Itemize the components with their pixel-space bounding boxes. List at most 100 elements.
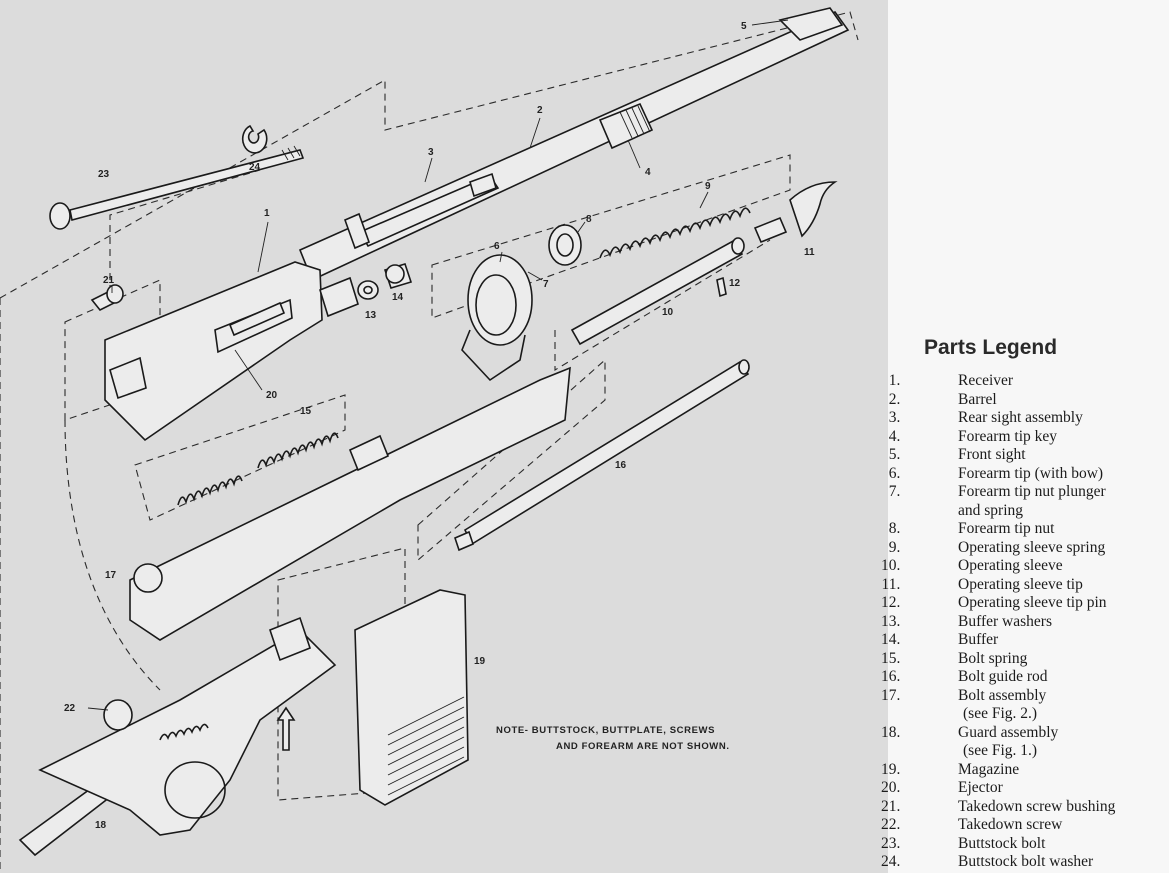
legend-item: 11.Operating sleeve tip	[0, 576, 1115, 595]
legend-item-number: 24.	[880, 853, 901, 870]
legend-item-number: 16.	[880, 668, 901, 685]
legend-item-number: 4.	[888, 427, 901, 445]
operating-sleeve-tip-part	[753, 181, 838, 244]
legend-item: 5.Front sight	[0, 446, 1115, 465]
legend-item: 18. Guard assembly(see Fig. 1.)	[0, 724, 1115, 761]
legend-item-label: Buffer washers	[958, 612, 1052, 630]
guard-assembly-part	[18, 616, 337, 857]
callout-labels: 5 2 3 4 1 23 24 6 7 8 9 10 11 12 13 14 1…	[64, 21, 815, 831]
legend-item: 23. Buttstock bolt	[0, 835, 1115, 854]
legend-item-number: 23.	[880, 834, 901, 852]
leader-lines	[87, 19, 789, 711]
legend-item: 9. Operating sleeve spring	[0, 539, 1115, 558]
note-line-2: AND FOREARM ARE NOT SHOWN.	[556, 741, 730, 752]
legend-item-continuation: (see Fig. 1.)	[963, 742, 1038, 759]
legend-item: 8.Forearm tip nut	[0, 520, 1115, 539]
legend-item-label: Magazine	[958, 760, 1020, 778]
legend-item-number: 22.	[880, 816, 901, 833]
legend-item-label: Takedown screw	[958, 816, 1063, 833]
legend-item-label: Bolt guide rod	[958, 668, 1048, 685]
legend-item-label: Bolt spring	[958, 649, 1028, 667]
callout-2: 2	[537, 105, 543, 116]
callout-23: 23	[98, 169, 110, 180]
callout-22: 22	[64, 703, 76, 714]
legend-item-number: 14.	[880, 631, 901, 648]
exploded-view-drawing: 5 2 3 4 1 23 24 6 7 8 9 10 11 12 13 14 1…	[0, 0, 888, 873]
legend-item: 19. Magazine	[0, 761, 1115, 780]
legend-item: 16. Bolt guide rod	[0, 668, 1115, 687]
takedown-screw-bushing-part	[90, 284, 124, 312]
legend-item-number: 18.	[880, 723, 901, 741]
bolt-spring-part	[177, 432, 339, 506]
legend-item-label: Forearm tip (with bow)	[958, 464, 1104, 482]
legend-item-number: 11.	[881, 575, 901, 593]
callout-24: 24	[249, 162, 261, 173]
callout-8: 8	[586, 214, 592, 225]
buttstock-bolt-washer-part	[241, 124, 268, 154]
callout-20: 20	[266, 390, 278, 401]
legend-item-label: Guard assembly	[958, 723, 1059, 741]
operating-sleeve-spring-part	[599, 207, 751, 259]
legend-item-number: 10.	[880, 557, 901, 574]
callout-1: 1	[264, 208, 270, 219]
legend-item-number: 7.	[888, 483, 901, 500]
legend-item-label: Buttstock bolt washer	[958, 853, 1094, 870]
legend-item-number: 13.	[880, 612, 901, 630]
callout-6: 6	[494, 241, 500, 252]
forearm-tip-nut-part	[548, 224, 582, 266]
legend-item-number: 19.	[880, 760, 901, 778]
callout-14: 14	[392, 292, 404, 303]
legend-item: 24. Buttstock bolt washer	[0, 853, 1115, 872]
legend-item: 10.Operating sleeve	[0, 557, 1115, 576]
legend-panel	[888, 0, 1169, 873]
callout-9: 9	[705, 181, 711, 192]
legend-title: Parts Legend	[924, 336, 1058, 359]
callout-17: 17	[105, 570, 117, 581]
legend-item-continuation: and spring	[958, 501, 1024, 519]
callout-16: 16	[615, 460, 627, 471]
drawing-note: NOTE- BUTTSTOCK, BUTTPLATE, SCREWS AND F…	[496, 725, 730, 752]
legend-item: 20.Ejector	[0, 779, 1115, 798]
callout-7: 7	[543, 279, 549, 290]
legend-item-number: 3.	[888, 409, 901, 426]
legend-item-number: 12.	[880, 594, 901, 611]
callout-21: 21	[103, 275, 115, 286]
legend-item: 6. Forearm tip (with bow)	[0, 465, 1115, 484]
operating-sleeve-tip-pin-part	[716, 276, 727, 298]
callout-18: 18	[95, 820, 107, 831]
legend-item-number: 5.	[888, 446, 901, 463]
legend-item: 21.Takedown screw bushing	[0, 798, 1115, 817]
legend-item-label: Barrel	[958, 390, 997, 408]
buttstock-bolt-part	[49, 145, 305, 230]
callout-11: 11	[804, 247, 815, 258]
callout-12: 12	[729, 278, 741, 289]
legend-item: 12. Operating sleeve tip pin	[0, 594, 1115, 613]
legend-item-number: 17.	[880, 686, 901, 704]
callout-4: 4	[645, 167, 651, 178]
legend-item: 14.Buffer	[0, 631, 1115, 650]
legend-item-label: Operating sleeve spring	[958, 538, 1106, 556]
buffer-washers-part	[357, 280, 379, 300]
legend-item-number: 15.	[880, 649, 901, 667]
legend-item-label: Forearm tip nut plunger	[958, 483, 1106, 500]
legend-item-label: Forearm tip key	[958, 427, 1058, 445]
legend-item: 22. Takedown screw	[0, 816, 1115, 835]
legend-item-continuation: (see Fig. 2.)	[963, 705, 1038, 722]
legend-item: 2.Barrel	[0, 391, 1115, 410]
exploded-view-svg: 5 2 3 4 1 23 24 6 7 8 9 10 11 12 13 14 1…	[0, 7, 859, 873]
operating-sleeve-part	[570, 237, 745, 346]
legend-item-label: Takedown screw bushing	[958, 797, 1116, 815]
legend-item: 17.Bolt assembly(see Fig. 2.)	[0, 687, 1115, 724]
legend-item-number: 1.	[888, 372, 901, 389]
legend-item-number: 9.	[888, 538, 901, 556]
legend-item-label: Operating sleeve tip pin	[958, 594, 1107, 611]
legend-item: 13. Buffer washers	[0, 613, 1115, 632]
ejector-part	[228, 301, 286, 337]
legend-item-number: 6.	[888, 464, 901, 482]
callout-5: 5	[741, 21, 747, 32]
legend-item-label: Forearm tip nut	[958, 520, 1055, 537]
legend-item-label: Rear sight assembly	[958, 409, 1083, 426]
legend-item-label: Buttstock bolt	[958, 834, 1046, 852]
